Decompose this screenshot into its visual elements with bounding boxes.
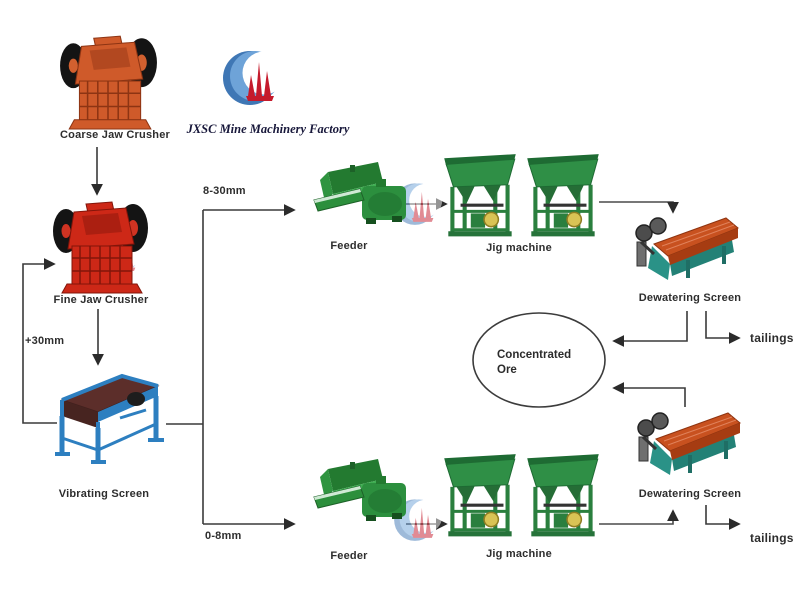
edge-recycle-plus30mm bbox=[22, 258, 57, 424]
feeder-top-label: Feeder bbox=[330, 240, 368, 252]
dewatering-screen-bottom-image bbox=[634, 407, 748, 485]
concentrated-ore-line1: Concentrated bbox=[497, 349, 572, 361]
stream-label-plus30mm: +30mm bbox=[25, 335, 65, 347]
edge-dewatering-top-to-tailings bbox=[705, 311, 741, 344]
dewatering-screen-top-label: Dewatering Screen bbox=[638, 292, 742, 304]
vibrating-screen-image bbox=[48, 366, 168, 470]
edge-dewatering-bottom-to-concentrate bbox=[612, 382, 686, 407]
tailings-top-label: tailings bbox=[750, 331, 794, 345]
jig-machine-top-image bbox=[523, 148, 605, 242]
edge-dewatering-top-to-concentrate bbox=[612, 311, 688, 347]
edge-jig-bottom-to-dewatering bbox=[599, 509, 679, 525]
concentrated-ore-ellipse bbox=[472, 312, 606, 408]
edge-jig-top-to-dewatering bbox=[599, 201, 679, 214]
jig-machine-top-label: Jig machine bbox=[486, 242, 552, 254]
logo-caption: JXSC Mine Machinery Factory bbox=[186, 122, 350, 136]
feeder-bottom-label: Feeder bbox=[330, 550, 368, 562]
jig-machine-bottom-image bbox=[523, 448, 605, 542]
edge-dewatering-bottom-to-tailings bbox=[705, 505, 741, 530]
tailings-bottom-label: tailings bbox=[750, 531, 794, 545]
stream-label-8-30mm: 8-30mm bbox=[203, 185, 246, 197]
jig-machine-top-image bbox=[440, 148, 522, 242]
dewatering-screen-top-image bbox=[632, 212, 746, 290]
jxsc-logo-icon bbox=[222, 44, 286, 122]
fine-jaw-crusher-label: Fine Jaw Crusher bbox=[53, 294, 149, 306]
feeder-top-image bbox=[298, 158, 416, 238]
jig-machine-bottom-label: Jig machine bbox=[486, 548, 552, 560]
concentrated-ore-line2: Ore bbox=[497, 364, 517, 376]
stream-label-0-8mm: 0-8mm bbox=[205, 530, 242, 542]
jig-machine-bottom-image bbox=[440, 448, 522, 542]
coarse-jaw-crusher-label: Coarse Jaw Crusher bbox=[60, 129, 170, 141]
dewatering-screen-bottom-label: Dewatering Screen bbox=[638, 488, 742, 500]
coarse-jaw-crusher-image bbox=[58, 28, 158, 130]
vibrating-screen-label: Vibrating Screen bbox=[58, 488, 150, 500]
fine-jaw-crusher-image bbox=[52, 194, 148, 294]
feeder-bottom-image bbox=[298, 455, 416, 535]
concentrated-ore-text: Concentrated Ore bbox=[497, 348, 571, 378]
